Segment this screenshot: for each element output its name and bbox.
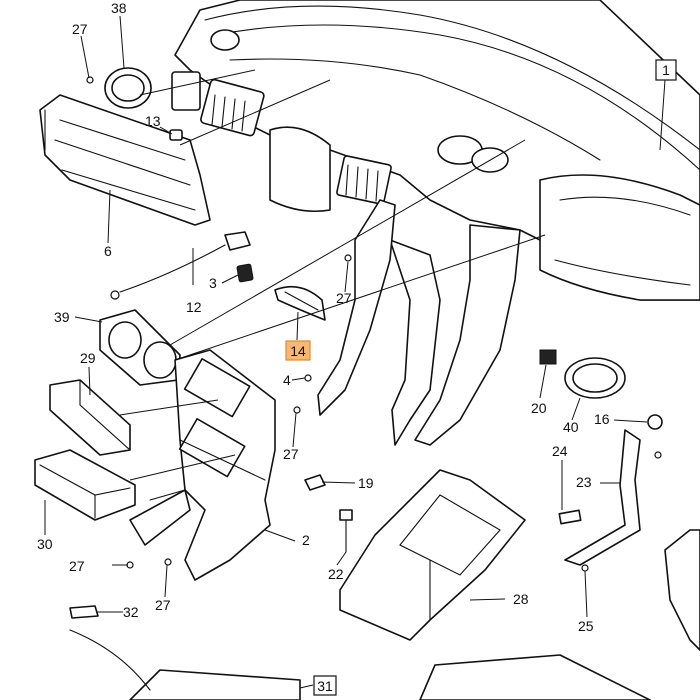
callout-3: 3 bbox=[209, 275, 217, 291]
part-2-center-console bbox=[129, 349, 276, 581]
part-6-cluster-housing bbox=[39, 94, 211, 226]
part-38-trim-ring bbox=[104, 67, 152, 109]
callout-27-middle: 27 bbox=[336, 290, 352, 306]
callout-27-left: 27 bbox=[69, 558, 85, 574]
part-20-switch bbox=[539, 349, 557, 365]
callout-30: 30 bbox=[37, 536, 53, 552]
callout-22: 22 bbox=[328, 566, 344, 582]
callout-labels: 1 2 3 4 6 12 13 14 16 19 20 22 23 24 25 … bbox=[37, 0, 677, 696]
callout-29: 29 bbox=[80, 350, 96, 366]
part-13-knob bbox=[169, 129, 183, 141]
callout-16: 16 bbox=[594, 411, 610, 427]
callout-31-frame bbox=[313, 675, 337, 696]
callout-20: 20 bbox=[531, 400, 547, 416]
callout-27-console: 27 bbox=[283, 446, 299, 462]
part-39-bezel bbox=[99, 309, 181, 386]
part-32-pad bbox=[69, 605, 99, 619]
callout-1-frame bbox=[655, 59, 677, 81]
callout-39: 39 bbox=[54, 309, 70, 325]
part-28-lower-console bbox=[339, 469, 526, 641]
part-31-bottom-assembly bbox=[69, 629, 651, 700]
part-12-cable bbox=[110, 231, 251, 300]
callout-1: 1 bbox=[662, 62, 670, 78]
part-30-tray bbox=[34, 449, 136, 521]
part-22-connector bbox=[339, 509, 353, 553]
callout-19: 19 bbox=[358, 475, 374, 491]
part-14-handle bbox=[274, 285, 326, 321]
callout-23: 23 bbox=[576, 474, 592, 490]
part-29-storage-box bbox=[49, 379, 131, 456]
callout-28: 28 bbox=[513, 591, 529, 607]
part-24-pad bbox=[558, 509, 582, 525]
callout-24: 24 bbox=[552, 443, 568, 459]
part-19-clip bbox=[304, 474, 326, 491]
callout-32: 32 bbox=[123, 604, 139, 620]
callout-14: 14 bbox=[290, 343, 306, 359]
callout-27-bottom: 27 bbox=[155, 597, 171, 613]
callout-25: 25 bbox=[578, 618, 594, 634]
callout-2: 2 bbox=[302, 532, 310, 548]
part-23-bracket bbox=[564, 429, 641, 566]
callout-31: 31 bbox=[317, 678, 333, 694]
callout-4: 4 bbox=[283, 372, 291, 388]
fasteners bbox=[86, 76, 662, 572]
callout-40: 40 bbox=[563, 419, 579, 435]
part-3-clip bbox=[236, 263, 254, 283]
part-40-trim-ring bbox=[564, 357, 626, 399]
callout-12: 12 bbox=[186, 299, 202, 315]
callout-14-highlight bbox=[285, 340, 311, 361]
right-edge-bracket bbox=[664, 529, 700, 651]
part-16-button bbox=[647, 414, 663, 430]
callout-6: 6 bbox=[104, 243, 112, 259]
callout-13: 13 bbox=[145, 113, 161, 129]
callout-27-top: 27 bbox=[72, 21, 88, 37]
dashboard-panel bbox=[171, 0, 700, 446]
leader-lines bbox=[44, 15, 666, 689]
callout-38: 38 bbox=[111, 0, 127, 16]
